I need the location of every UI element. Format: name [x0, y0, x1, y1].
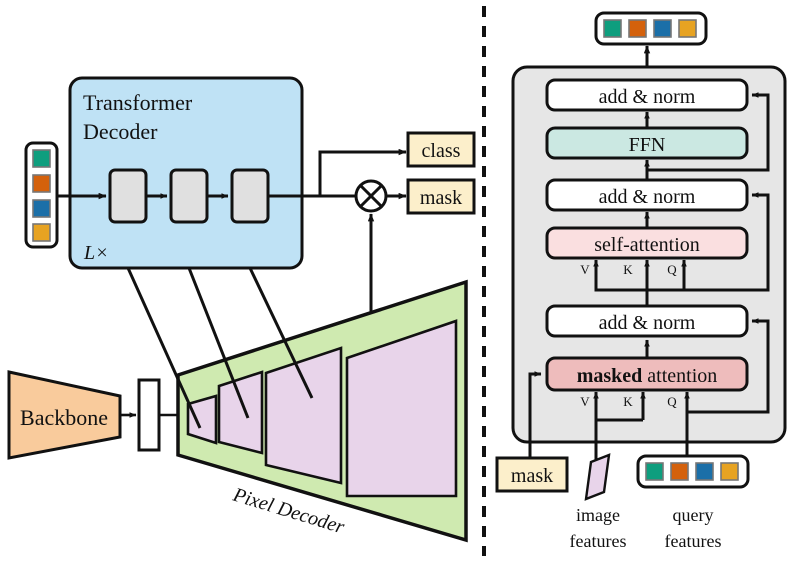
masked-attention-label: masked attention [577, 365, 718, 387]
output-query-swatch-gold [678, 19, 697, 38]
output-query-swatch-blue [653, 19, 672, 38]
output-query-features-bar [594, 11, 708, 46]
masked-attention-label-bold: masked [577, 365, 643, 387]
masked-attention-v-label: V [580, 394, 590, 409]
feature-map-4 [345, 319, 458, 498]
add-norm-bottom-label: add & norm [599, 312, 696, 334]
feature-map-1 [186, 394, 218, 445]
feature-map-3 [264, 346, 343, 485]
query-right-swatch-gold [720, 462, 739, 481]
query-swatch-blue [32, 199, 51, 218]
self-attention-box: self-attention [545, 226, 749, 260]
query-right-swatch-teal [645, 462, 664, 481]
class-output-box: class [406, 131, 476, 168]
decoder-block-1 [108, 168, 148, 224]
query-right-swatch-orange [670, 462, 689, 481]
transformer-decoder-title-line2: Decoder [83, 119, 158, 144]
masked-attention-q-label: Q [667, 394, 677, 409]
query-swatch-teal [32, 149, 51, 168]
masked-attention-box: masked attention [545, 356, 749, 392]
mask-output-box: mask [406, 178, 476, 215]
class-output-label: class [422, 140, 461, 162]
image-features-label-line1: image [576, 505, 620, 525]
add-norm-mid-box: add & norm [545, 178, 749, 212]
add-norm-bottom-box: add & norm [545, 304, 749, 338]
backbone-shape: Backbone [7, 370, 122, 460]
residual-masked-attention [687, 318, 770, 414]
decoder-block-3 [230, 168, 270, 224]
transformer-decoder-repeat-label: L× [83, 242, 109, 264]
mask-input-label: mask [511, 465, 553, 487]
connector-fm3-to-block3 [248, 267, 314, 399]
self-attention-v-label: V [580, 262, 590, 277]
arrow-to-class [318, 148, 407, 196]
transformer-decoder-title-line1: Transformer [83, 90, 193, 115]
ffn-label: FFN [629, 134, 666, 156]
projection-bar [137, 378, 161, 452]
image-features-label-line2: features [570, 531, 627, 551]
query-swatch-gold [32, 223, 51, 242]
self-attention-k-label: K [623, 262, 633, 277]
feature-map-2 [217, 370, 264, 455]
self-attention-q-label: Q [667, 262, 677, 277]
image-features-shape [584, 453, 611, 501]
query-features-label-line1: query [673, 505, 714, 525]
query-right-swatch-blue [695, 462, 714, 481]
ffn-box: FFN [545, 126, 749, 160]
masked-attention-label-rest: attention [642, 365, 717, 387]
add-norm-top-box: add & norm [545, 78, 749, 112]
mask-output-label: mask [420, 187, 462, 209]
masked-attention-k-label: K [623, 394, 633, 409]
output-query-swatch-teal [603, 19, 622, 38]
residual-ffn [647, 92, 770, 172]
backbone-label: Backbone [20, 405, 108, 430]
query-features-label-line2: features [665, 531, 722, 551]
output-query-swatch-orange [628, 19, 647, 38]
arrow-mask-to-masked-attention [528, 371, 542, 468]
multiply-node [354, 179, 388, 213]
connector-fm1-to-block1 [126, 267, 202, 429]
query-swatch-orange [32, 174, 51, 193]
add-norm-mid-label: add & norm [599, 186, 696, 208]
query-features-input-bar-right [636, 454, 750, 489]
add-norm-top-label: add & norm [599, 86, 696, 108]
decoder-block-2 [169, 168, 209, 224]
self-attention-label: self-attention [594, 234, 700, 256]
query-features-input-bar [24, 141, 59, 249]
mask-input-box: mask [495, 456, 569, 493]
connector-fm2-to-block2 [187, 267, 250, 419]
